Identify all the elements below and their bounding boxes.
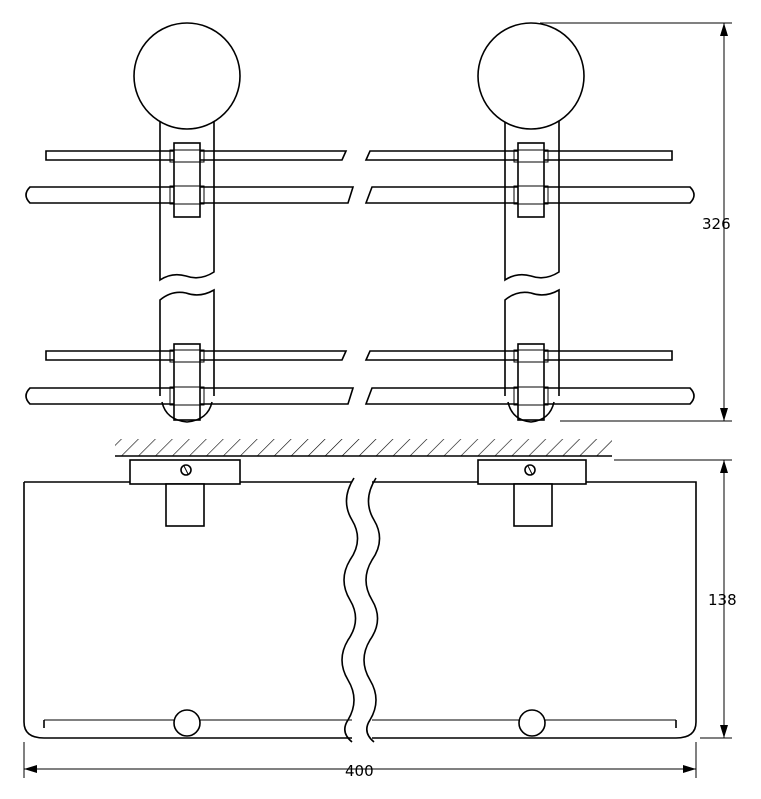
brackets-top [161,142,555,423]
dimension-138: 138 [614,459,737,739]
left-rail-ball [173,709,201,737]
dimension-326: 326 [540,22,732,422]
left-wall-rosette [133,22,241,130]
upper-shelf-rails [25,150,695,204]
dimension-138-label: 138 [708,591,737,609]
top-view: 326 [25,22,732,423]
right-rail-ball [518,709,546,737]
dimension-326-label: 326 [702,215,731,233]
dimension-400: 400 [23,742,697,780]
lower-shelf-rails [25,350,695,405]
break-line [341,477,359,743]
dimension-400-label: 400 [345,762,374,780]
right-mount-top [477,22,585,396]
right-wall-bracket [477,459,587,527]
left-wall-bracket [129,459,241,527]
wall-hatch [115,439,612,457]
right-wall-rosette [477,22,585,130]
left-mount-top [133,22,241,396]
front-view: 138 400 [23,439,737,780]
glass-shelf-outline [23,481,697,739]
